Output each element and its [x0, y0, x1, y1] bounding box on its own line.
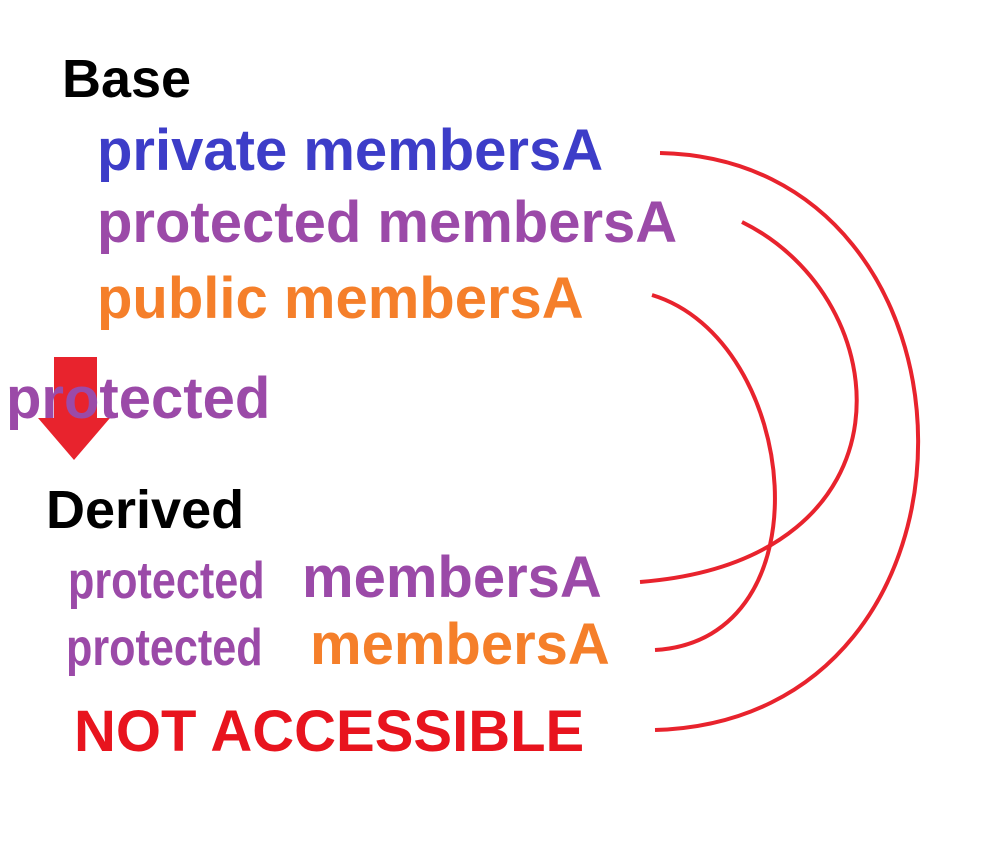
derived-row-1-access: protected	[68, 552, 265, 610]
private-to-not-accessible-connector	[654, 151, 921, 732]
public-to-derived-protected-connector	[651, 293, 777, 652]
derived-row-1-member: membersA	[302, 545, 602, 610]
inheritance-mode-label: protected	[6, 366, 271, 431]
derived-row-2-access: protected	[66, 619, 263, 677]
inheritance-down-arrow-icon	[38, 357, 110, 460]
base-class-title: Base	[62, 49, 192, 109]
derived-class-title: Derived	[46, 480, 245, 540]
base-public-members: public membersA	[97, 266, 584, 331]
derived-row-1: protected membersA	[68, 549, 668, 613]
not-accessible-label: NOT ACCESSIBLE	[74, 699, 585, 764]
base-protected-members: protected membersA	[97, 190, 678, 255]
protected-to-derived-protected-connector	[639, 220, 859, 584]
derived-row-2: protected membersA	[66, 616, 666, 680]
derived-row-2-member: membersA	[310, 612, 610, 677]
base-private-members: private membersA	[97, 118, 604, 183]
